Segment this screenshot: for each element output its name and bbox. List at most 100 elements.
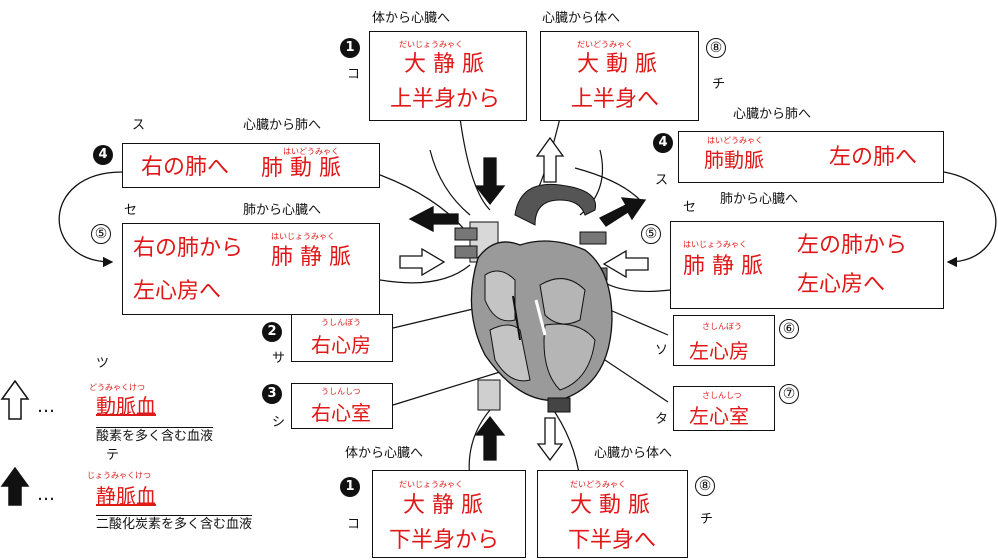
kana-su-right: ス <box>655 173 669 188</box>
legend-venous-desc: 二酸化炭素を多く含む血液 <box>96 515 253 532</box>
name: 大 静 脈 <box>403 493 483 518</box>
box-pulmonary-vein-left-lung: はいじょうみゃく 肺 静 脈 左の肺から 左心房へ <box>670 221 944 309</box>
ruby: だいどうみゃく <box>577 40 633 49</box>
ruby: だいじょうみゃく <box>399 40 463 49</box>
heart-illustration <box>454 183 613 413</box>
kana-se-right: セ <box>683 200 697 215</box>
line1: 右の肺から <box>133 236 244 261</box>
marker-5-left: ⑤ <box>91 224 111 244</box>
label-lung-to-heart-left: 肺から心臓へ <box>243 203 322 218</box>
label-heart-to-lung-right: 心臓から肺へ <box>733 107 812 122</box>
marker-2: 2 <box>262 322 282 342</box>
kana-chi-top: チ <box>712 77 726 92</box>
kana-shi: シ <box>272 415 286 430</box>
arterial-arrow-right-left <box>399 247 446 277</box>
legend-arterial-ruby: どうみゃくけつ <box>89 383 145 392</box>
ruby: うしんぼう <box>321 318 361 327</box>
name: 左心室 <box>689 404 749 428</box>
marker-5-right: ⑤ <box>641 224 661 244</box>
name: 大 静 脈 <box>404 52 484 77</box>
sub: 下半身から <box>389 528 500 553</box>
venous-arrow-right <box>599 197 647 227</box>
box-pulmonary-artery-left-lung: はいどうみゃく 肺動脈 左の肺へ <box>678 131 944 183</box>
marker-8-top: ⑧ <box>706 38 726 58</box>
label-lung-to-heart-right: 肺から心臓へ <box>720 192 799 207</box>
venous-arrow-up-bottom <box>474 415 506 461</box>
box-left-atrium: さしんぼう 左心房 <box>673 315 775 366</box>
ruby: はいどうみゃく <box>707 136 763 145</box>
kana-ko-bottom: コ <box>347 517 361 532</box>
name: 大 動 脈 <box>570 493 650 518</box>
box-vena-cava-upper: だいじょうみゃく 大 静 脈 上半身から <box>369 31 527 121</box>
box-pulmonary-vein-right-lung: 右の肺から はいじょうみゃく 肺 静 脈 左心房へ <box>122 223 380 315</box>
ruby: はいじょうみゃく <box>271 232 335 241</box>
name: 肺動脈 <box>704 148 764 172</box>
marker-4-left: 4 <box>93 145 113 165</box>
name: 左心房 <box>689 339 749 363</box>
sub: 上半身へ <box>571 87 660 112</box>
marker-1-top: 1 <box>340 38 360 58</box>
marker-7: ⑦ <box>779 384 799 404</box>
label-body-to-heart-bottom: 体から心臓へ <box>345 446 424 461</box>
venous-arrow-left <box>408 205 459 233</box>
ruby: さしんしつ <box>702 391 742 400</box>
dest: 左の肺へ <box>829 145 918 170</box>
label-heart-to-body-top: 心臓から体へ <box>542 11 621 26</box>
box-vena-cava-lower: だいじょうみゃく 大 静 脈 下半身から <box>372 470 526 558</box>
arterial-arrow-down-bottom <box>536 417 564 462</box>
name: 右心房 <box>311 333 371 357</box>
kana-su-left: ス <box>132 118 146 133</box>
kana-so: ソ <box>655 343 669 358</box>
box-right-atrium: うしんぼう 右心房 <box>291 314 393 362</box>
legend-venous-name: 静脈血 <box>96 484 156 508</box>
label-heart-to-lung-left: 心臓から肺へ <box>243 118 322 133</box>
box-aorta-lower: だいどうみゃく 大 動 脈 下半身へ <box>537 470 688 558</box>
label-heart-to-body-bottom: 心臓から体へ <box>594 446 673 461</box>
legend-dots-venous: … <box>37 484 55 505</box>
name: 肺 静 脈 <box>271 245 351 270</box>
flow-arrows <box>0 136 649 506</box>
kana-ko-top: コ <box>347 67 361 82</box>
left-loop-arrow <box>58 171 123 268</box>
line2: 左心房へ <box>797 272 886 297</box>
box-left-ventricle: さしんしつ 左心室 <box>673 386 775 431</box>
kana-chi-bottom: チ <box>700 512 714 527</box>
box-right-ventricle: うしんしつ 右心室 <box>291 383 393 429</box>
kana-se-left: セ <box>124 203 138 218</box>
ruby: さしんぼう <box>702 322 742 331</box>
marker-4-right: 4 <box>653 133 673 153</box>
name: 右心室 <box>311 401 371 425</box>
line2: 左心房へ <box>133 279 222 304</box>
sub: 下半身へ <box>568 528 657 553</box>
marker-1-bottom: 1 <box>340 477 360 497</box>
legend-black-arrow <box>0 466 30 506</box>
name: 肺 静 脈 <box>683 254 763 279</box>
legend-dots-arterial: … <box>37 396 55 417</box>
arterial-arrow-left-right <box>602 249 649 279</box>
label-body-to-heart-top: 体から心臓へ <box>372 11 451 26</box>
legend-arterial-desc: 酸素を多く含む血液 <box>96 427 214 444</box>
ruby: はいじょうみゃく <box>683 240 747 249</box>
legend-white-arrow <box>0 379 30 420</box>
line1: 左の肺から <box>797 233 908 258</box>
kana-ta: タ <box>655 412 669 427</box>
marker-8-bottom: ⑧ <box>695 476 715 496</box>
dest: 右の肺へ <box>141 155 230 180</box>
ruby: だいどうみゃく <box>570 480 626 489</box>
name: 大 動 脈 <box>577 52 657 77</box>
ruby: だいじょうみゃく <box>399 480 463 489</box>
sub: 上半身から <box>390 87 501 112</box>
ruby: はいどうみゃく <box>283 147 339 156</box>
marker-6: ⑥ <box>779 319 799 339</box>
kana-sa: サ <box>272 351 286 366</box>
kana-te: テ <box>106 448 120 463</box>
legend-venous-ruby: じょうみゃくけつ <box>87 471 151 480</box>
marker-3: 3 <box>262 384 282 404</box>
box-aorta-upper: だいどうみゃく 大 動 脈 上半身へ <box>540 31 699 121</box>
ruby: うしんしつ <box>321 387 361 396</box>
arterial-arrow-up-top <box>535 136 565 183</box>
right-loop-arrow <box>943 171 997 268</box>
legend-arterial-name: 動脈血 <box>96 394 156 418</box>
